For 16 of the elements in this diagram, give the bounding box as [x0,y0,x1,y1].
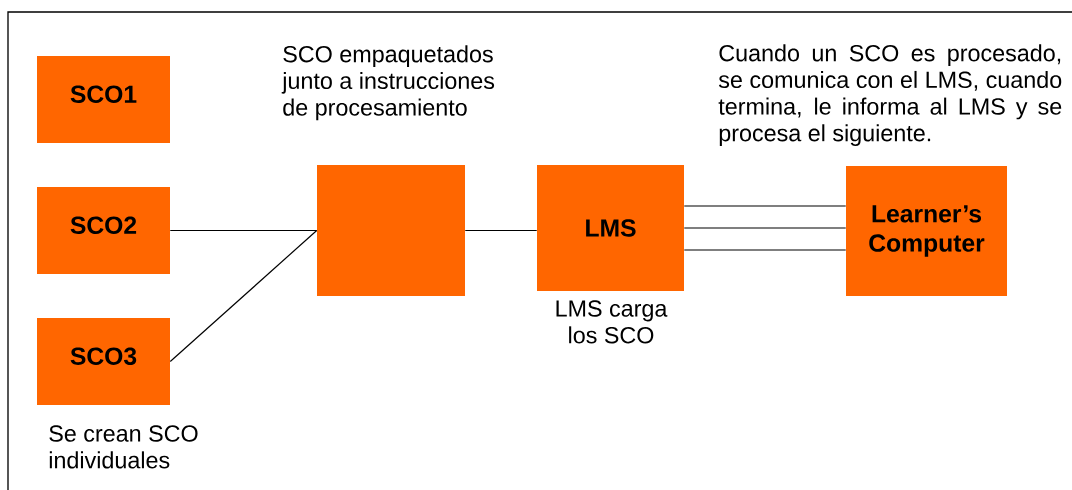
process-box: SCO2 [37,187,170,274]
connector-line [683,205,847,207]
empty-box [317,165,465,296]
connector-line [683,249,847,251]
note-text: Cuando un SCO es procesado, se comunica con el LMS, cuando termina, le informa al LMS y se procesa el siguiente. [718,44,1062,147]
connector-line [169,229,318,363]
caption-text: LMS carga los SCO [556,300,668,344]
connector-line [683,227,847,229]
caption-text: Se crean SCO individuales [49,425,198,469]
process-box: Learner’s Computer [846,166,1007,296]
connector-line [464,229,538,232]
process-box: LMS [537,165,684,291]
process-box: SCO3 [37,318,170,405]
caption-text: SCO empaquetados junto a instrucciones de procesamiento [281,45,495,121]
process-box: SCO1 [37,56,170,143]
connector-line [169,229,318,232]
